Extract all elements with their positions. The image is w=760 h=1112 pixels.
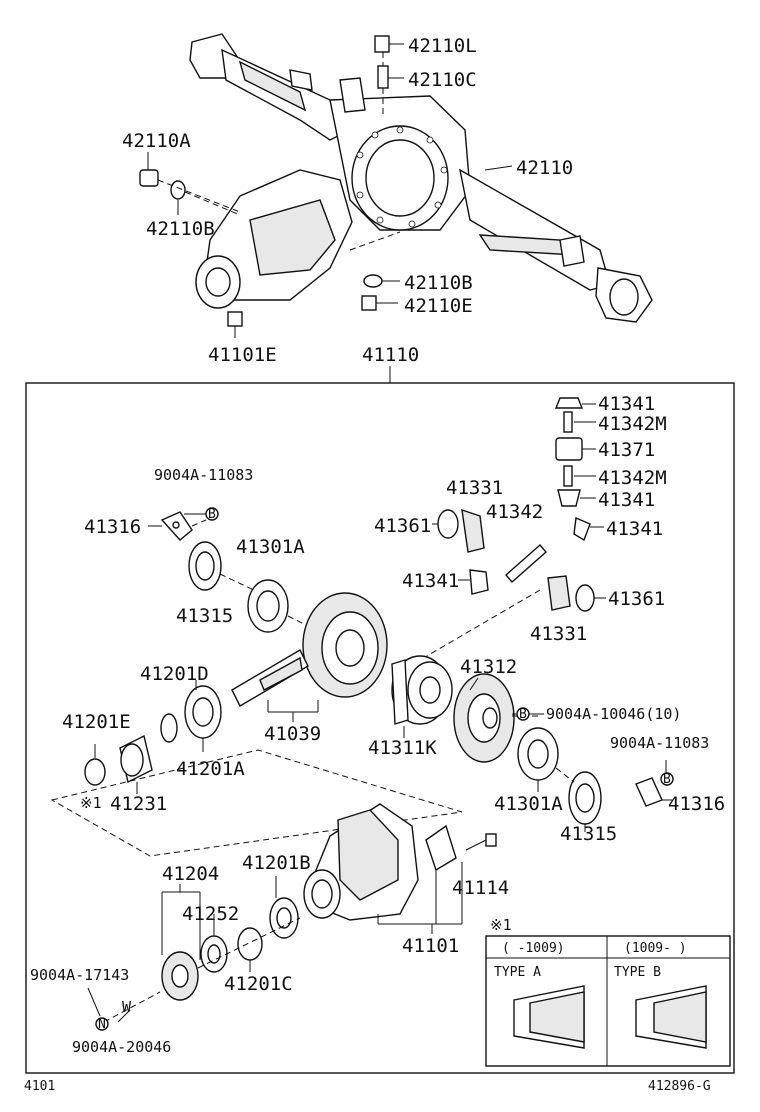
label-41342M-a: 41342M [598,413,667,435]
label-41342: 41342 [486,501,543,523]
label-41341-d: 41341 [402,570,459,592]
breather-parts [374,35,404,118]
label-41361-a: 41361 [374,515,431,537]
label-41301A-b: 41301A [494,793,563,815]
label-41312: 41312 [460,656,517,678]
diff-case-drawing [391,655,672,832]
label-41201E: 41201E [62,711,131,733]
svg-text:B: B [519,707,527,722]
label-9004A-10046: 9004A-10046(10) [546,705,681,723]
axle-housing-drawing [189,33,653,323]
label-42110B-left: 42110B [146,218,215,240]
label-note: ※1 [490,916,512,934]
pinion-front-parts [50,680,463,857]
label-note-41231: ※1 [80,794,102,812]
label-9004A-11083-a: 9004A-11083 [154,466,253,484]
label-41361-b: 41361 [608,588,665,610]
label-41101: 41101 [402,935,459,957]
type-a-column-header: ( -1009) [502,941,565,956]
label-41201A: 41201A [176,758,245,780]
label-41231: 41231 [110,793,167,815]
label-41341-c: 41341 [606,518,663,540]
carrier-assembly-drawing [139,165,513,338]
svg-text:B: B [208,507,216,522]
label-41371: 41371 [598,439,655,461]
type-b-column-header: (1009- ) [624,941,687,956]
label-41331-b: 41331 [530,623,587,645]
label-41311K: 41311K [368,737,437,759]
marker-n: N [95,1017,109,1032]
label-42110: 42110 [516,157,573,179]
spider-gear-parts [419,397,606,661]
figure-code: 412896-G [648,1079,711,1094]
label-41331-a: 41331 [446,477,503,499]
type-b-label: TYPE B [614,965,661,980]
type-table [485,935,731,1067]
carrier-lower-drawing [87,803,497,1023]
label-9004A-11083-b: 9004A-11083 [610,734,709,752]
label-41342M-b: 41342M [598,467,667,489]
label-9004A-17143: 9004A-17143 [30,966,129,984]
type-a-label: TYPE A [494,965,541,980]
label-41201D: 41201D [140,663,209,685]
label-9004A-20046: 9004A-20046 [72,1038,171,1056]
label-41201C: 41201C [224,973,293,995]
label-41110: 41110 [362,344,419,366]
svg-text:B: B [663,772,671,787]
marker-w: W [122,998,132,1016]
label-42110B-right: 42110B [404,272,473,294]
svg-text:N: N [98,1017,106,1032]
label-41316-b: 41316 [668,793,725,815]
label-41039: 41039 [264,723,321,745]
label-41301A-a: 41301A [236,536,305,558]
marker-b-1: B [205,507,219,522]
marker-b-2: B [516,707,530,722]
label-42110E: 42110E [404,295,473,317]
label-41315-b: 41315 [560,823,617,845]
label-41252: 41252 [182,903,239,925]
ring-gear-drawing [231,592,388,722]
label-41341-b: 41341 [598,489,655,511]
label-42110C: 42110C [408,69,477,91]
label-41114: 41114 [452,877,509,899]
assembly-frame [25,382,735,1074]
svg-text:W: W [122,998,132,1016]
label-42110L: 42110L [408,35,477,57]
label-42110A: 42110A [122,130,191,152]
label-41201B: 41201B [242,852,311,874]
page-code: 4101 [24,1079,55,1094]
marker-b-3: B [660,772,674,787]
label-41316-a: 41316 [84,516,141,538]
left-bearing-parts [148,511,313,633]
label-41101E: 41101E [208,344,277,366]
label-41341-a: 41341 [598,393,655,415]
label-41204: 41204 [162,863,219,885]
label-41315-a: 41315 [176,605,233,627]
